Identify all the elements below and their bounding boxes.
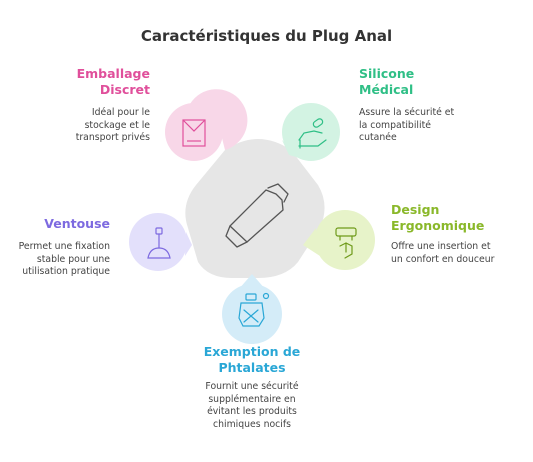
phtalates-desc-line-4: chimiques nocifs — [213, 418, 291, 430]
emballage-title-line-2: Discret — [99, 82, 150, 97]
gesture-icon — [335, 227, 357, 259]
emballage-desc-line-3: transport privés — [75, 132, 150, 143]
diagram-title: Caractéristiques du Plug Anal — [140, 27, 393, 45]
bottle-icon — [238, 292, 270, 327]
ventouse-bubble — [129, 213, 192, 271]
phtalates-title: Exemption de Phtalates — [177, 344, 327, 376]
plug-icon — [225, 183, 289, 248]
silicone-title: Silicone Médical — [359, 66, 499, 98]
design-desc-line-1: Offre une insertion et — [391, 241, 491, 252]
ventouse-desc-line-3: utilisation pratique — [22, 266, 110, 277]
phtalates-title-line-1: Exemption de — [203, 344, 301, 359]
ventouse-desc-line-1: Permet une fixation — [18, 241, 110, 252]
design-bubble — [303, 210, 375, 270]
box-icon — [182, 119, 206, 147]
center-pentagon — [185, 139, 325, 278]
ventouse-desc-line-2: stable pour une — [36, 253, 110, 265]
phtalates-desc-line-3: évitant les produits — [207, 406, 297, 417]
emballage-desc-line-2: stockage et le — [84, 119, 150, 131]
phtalates-description: Fournit une sécurité supplémentaire en é… — [177, 381, 327, 431]
hand-pill-icon — [298, 118, 327, 149]
ventouse-title-line-1: Ventouse — [44, 216, 110, 231]
phtalates-bubble — [222, 274, 282, 344]
plunger-icon — [147, 227, 171, 259]
phtalates-title-line-2: Phtalates — [218, 360, 286, 375]
phtalates-desc-line-2: supplémentaire en — [208, 393, 296, 405]
silicone-title-line-2: Médical — [359, 82, 414, 97]
emballage-bubble — [165, 89, 248, 161]
silicone-title-line-1: Silicone — [359, 66, 415, 81]
emballage-title: Emballage Discret — [40, 66, 150, 98]
design-desc-line-2: un confort en douceur — [391, 253, 495, 265]
phtalates-desc-line-1: Fournit une sécurité — [205, 381, 299, 392]
emballage-description: Idéal pour le stockage et le transport p… — [40, 107, 150, 145]
design-title-line-1: Design — [391, 202, 440, 217]
emballage-desc-line-1: Idéal pour le — [91, 107, 150, 118]
design-title-line-2: Ergonomique — [391, 218, 485, 233]
ventouse-title: Ventouse — [8, 216, 110, 232]
silicone-desc-line-2: la compatibilité — [359, 119, 431, 131]
ventouse-description: Permet une fixation stable pour une util… — [8, 241, 110, 279]
design-title: Design Ergonomique — [391, 202, 531, 234]
design-description: Offre une insertion et un confort en dou… — [391, 241, 531, 266]
silicone-description: Assure la sécurité et la compatibilité c… — [359, 107, 519, 145]
silicone-desc-line-1: Assure la sécurité et — [359, 107, 455, 118]
silicone-desc-line-3: cutanée — [359, 132, 397, 143]
emballage-title-line-1: Emballage — [76, 66, 150, 81]
